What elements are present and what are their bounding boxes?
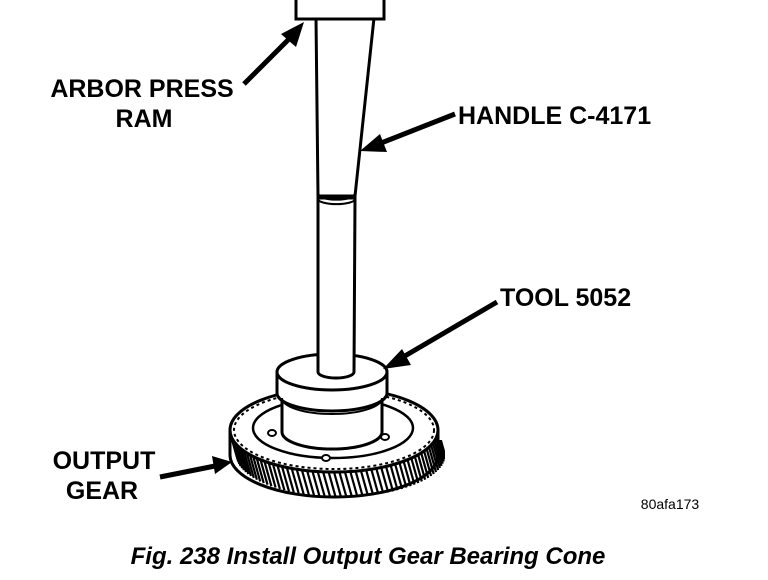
- gear-tooth: [300, 469, 310, 496]
- arrow-arbor-ram-head: [281, 22, 304, 47]
- gear-tooth: [380, 467, 390, 493]
- gear-tooth: [343, 471, 353, 498]
- gear-tooth: [384, 466, 395, 492]
- gear-tooth: [430, 444, 440, 471]
- gear-tooth: [420, 452, 430, 479]
- gear-tooth: [398, 462, 408, 488]
- label-handle: HANDLE C-4171: [458, 102, 651, 130]
- handle-joint: [316, 193, 357, 201]
- gear-tooth: [252, 456, 262, 482]
- gear-tooth: [370, 468, 380, 495]
- arrow-handle-shaft: [375, 111, 456, 148]
- gear-tooth: [338, 471, 348, 498]
- gear-bolt-hole: [267, 429, 277, 437]
- label-output-gear-line1: OUTPUT: [53, 447, 156, 475]
- handle-joint-lower: [317, 198, 356, 206]
- figure-id: 80afa173: [641, 496, 700, 512]
- gear-tooth: [413, 456, 423, 482]
- gear-tooth: [295, 468, 305, 495]
- gear-tooth: [423, 450, 433, 477]
- arrow-gear-shaft: [159, 463, 216, 480]
- gear-tooth: [402, 460, 412, 487]
- gear-tooth: [245, 452, 255, 479]
- gear-tooth: [332, 471, 343, 498]
- gear-tooth: [417, 454, 427, 480]
- label-arbor-press-ram-line2: RAM: [116, 105, 173, 133]
- gear-tooth: [259, 459, 269, 485]
- arrow-handle-head: [360, 134, 387, 152]
- handle-c-4171: [314, 16, 376, 380]
- gear-tooth: [394, 463, 404, 490]
- gear-tooth: [290, 468, 300, 494]
- gear-tooth: [316, 471, 326, 497]
- gear-tooth: [311, 470, 321, 497]
- arrow-arbor-ram-shaft: [242, 34, 294, 86]
- gear-tooth: [359, 470, 369, 496]
- gear-tooth: [389, 464, 399, 491]
- gear-tooth: [242, 450, 252, 477]
- gear-tooth: [436, 440, 445, 462]
- gear-tooth: [406, 459, 416, 485]
- gear-tooth: [263, 460, 273, 487]
- gear-tooth: [240, 448, 250, 475]
- tool-shoulder: [281, 397, 383, 415]
- arbor-press-ram: [294, 0, 386, 21]
- gear-tooth: [276, 464, 286, 491]
- label-arbor-press-ram-line1: ARBOR PRESS: [50, 75, 233, 103]
- label-output-gear-line2: GEAR: [66, 477, 138, 505]
- figure-caption: Fig. 238 Install Output Gear Bearing Con…: [131, 543, 606, 570]
- gear-tooth: [431, 442, 441, 469]
- gear-teeth: [231, 440, 445, 498]
- gear-tooth: [375, 468, 385, 494]
- gear-tooth: [354, 470, 364, 497]
- gear-tooth: [255, 457, 265, 484]
- gear-tooth: [439, 440, 445, 456]
- tool-5052: [275, 352, 389, 451]
- leader-arrows: [159, 22, 499, 480]
- gear-tooth: [234, 442, 244, 469]
- gear-tooth: [433, 440, 443, 467]
- gear-tooth: [267, 462, 277, 488]
- gear-tooth: [410, 457, 420, 484]
- gear-bolt-hole: [321, 454, 331, 462]
- arrow-gear-head: [212, 456, 232, 474]
- gear-tooth: [285, 467, 295, 493]
- gear-tooth: [322, 471, 332, 498]
- gear-tooth: [271, 463, 281, 490]
- gear-tooth: [306, 470, 316, 496]
- gear-tooth: [235, 444, 245, 471]
- gear-tooth: [248, 454, 258, 480]
- label-tool: TOOL 5052: [500, 284, 631, 312]
- gear-tooth: [349, 471, 359, 497]
- handle-lower-shaft: [316, 196, 357, 380]
- gear-tooth: [280, 466, 291, 492]
- ram-body: [294, 0, 386, 21]
- arrow-tool-head: [383, 349, 411, 369]
- gear-tooth: [425, 448, 435, 475]
- gear-tooth: [237, 446, 248, 473]
- gear-tooth: [327, 471, 337, 498]
- handle-upper-shaft: [314, 16, 376, 198]
- gear-tooth: [427, 446, 438, 473]
- gear-tooth: [365, 469, 375, 496]
- gear-tooth: [434, 440, 444, 464]
- arrow-tool-shaft: [396, 299, 499, 363]
